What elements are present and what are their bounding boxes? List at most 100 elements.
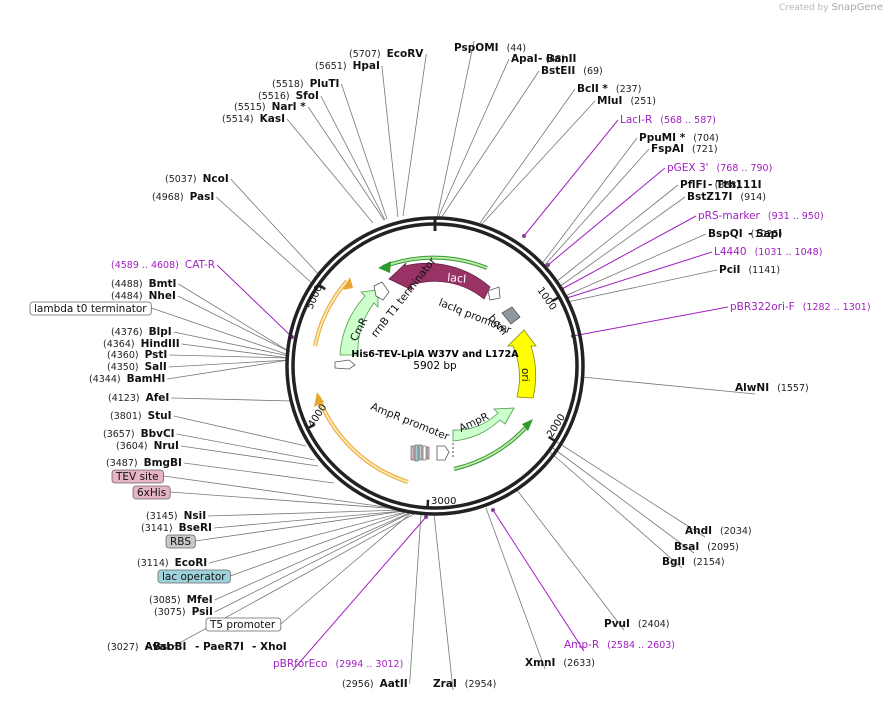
leader-line [341, 83, 388, 220]
leader-line [492, 509, 585, 652]
primer-label-l4440[interactable]: L4440(1031 .. 1048) [714, 246, 822, 258]
bom-feature [501, 306, 521, 325]
label-position: (888) [715, 180, 741, 191]
site-label-kasi[interactable]: (5514)KasI [222, 113, 285, 125]
site-label-zrai[interactable]: ZraI(2954) [433, 678, 496, 690]
leader-line [542, 148, 650, 268]
site-label-bseri[interactable]: (3141)BseRI [141, 522, 212, 534]
site-label-psii[interactable]: (3075)PsiI [154, 606, 213, 618]
site-label-ppumi-[interactable]: PpuMI *(704) [639, 132, 719, 144]
label-name: BlpI [149, 326, 172, 338]
site-label-nhei[interactable]: (4484)NheI [111, 290, 176, 302]
site-label-nrui[interactable]: (3604)NruI [116, 440, 179, 452]
label-position: (4123) [108, 393, 140, 404]
primer-label-pgex-3-[interactable]: pGEX 3'(768 .. 790) [667, 162, 772, 174]
boxed-feature-tev-site[interactable]: TEV site [111, 469, 164, 484]
ampr-promoter-feature [436, 445, 450, 461]
site-label-ncoi[interactable]: (5037)NcoI [165, 173, 229, 185]
site-label-bcli-[interactable]: BclI *(237) [577, 83, 641, 95]
leader-line [195, 510, 405, 542]
site-label-bamhi[interactable]: (4344)BamHI [89, 373, 165, 385]
boxed-feature-6xhis[interactable]: 6xHis [132, 485, 171, 500]
site-label-ahdi[interactable]: AhdI(2034) [685, 525, 752, 537]
site-label-avai[interactable]: (3027)AvaI [107, 641, 170, 653]
label-position: (4484) [111, 291, 143, 302]
site-label-sapi[interactable]: - SapI [748, 228, 782, 240]
site-label-pcii[interactable]: PciI(1141) [719, 264, 780, 276]
cmr-orf-arrowhead [343, 277, 353, 290]
site-label-blpi[interactable]: (4376)BlpI [111, 326, 172, 338]
site-label-bgli[interactable]: BglI(2154) [662, 556, 725, 568]
primer-label-cat-r[interactable]: (4589 .. 4608)CAT-R [111, 259, 215, 271]
site-label-pflfi[interactable]: PflFI(888) [680, 179, 740, 191]
leader-line [566, 251, 713, 299]
site-label-bstz17i[interactable]: BstZ17I(914) [687, 191, 766, 203]
primer-marker [490, 507, 496, 513]
site-label-mfei[interactable]: (3085)MfeI [149, 594, 213, 606]
leader-line [167, 359, 290, 380]
primer-label-pbrforeco[interactable]: pBRforEco(2994 .. 3012) [273, 658, 403, 670]
site-label-afei[interactable]: (4123) AfeI [108, 392, 169, 404]
boxed-feature-lac-operator[interactable]: lac operator [157, 569, 231, 584]
primer-label-prs-marker[interactable]: pRS-marker(931 .. 950) [698, 210, 824, 222]
site-label-bmgbi[interactable]: (3487)BmgBI [106, 457, 182, 469]
leader-line [170, 491, 401, 510]
lacIq-promoter-feature [487, 286, 501, 301]
site-label-apai[interactable]: ApaI(48) [511, 53, 565, 65]
feature-box [132, 485, 171, 500]
leader-line [292, 516, 427, 671]
site-label-ecori[interactable]: (3114)EcoRI [137, 557, 207, 569]
site-label-pspomi[interactable]: PspOMI(44) [454, 42, 526, 54]
feature-box [111, 469, 164, 484]
site-label-stui[interactable]: (3801)StuI [110, 410, 172, 422]
leader-line [230, 511, 408, 577]
boxed-feature-lambda-t0-terminator[interactable]: lambda t0 terminator [29, 301, 152, 316]
site-label-pluti[interactable]: (5518)PluTI [272, 78, 339, 90]
site-label-bbvci[interactable]: (3657)BbvCI [103, 428, 175, 440]
site-label-banii[interactable]: - BanII [538, 53, 576, 65]
primer-label-laci-r[interactable]: LacI-R(568 .. 587) [620, 114, 716, 126]
site-label-fspai[interactable]: FspAI(721) [651, 143, 718, 155]
site-label-sali[interactable]: (4350)SalI [107, 361, 167, 373]
site-label-psti[interactable]: (4360)PstI [107, 349, 167, 361]
site-label-bsteii[interactable]: BstEII(69) [541, 65, 603, 77]
site-label-aatii[interactable]: (2956)AatII [342, 678, 408, 690]
boxed-feature-rbs[interactable]: RBS [165, 534, 196, 549]
site-label-nari-[interactable]: (5515)NarI * [234, 101, 306, 113]
primer-label-amp-r[interactable]: Amp-R(2584 .. 2603) [564, 639, 675, 651]
site-label-pvui[interactable]: PvuI(2404) [604, 618, 670, 630]
svg-text:(4360)PstI: (4360)PstI [107, 349, 167, 361]
boxed-feature-t5-promoter[interactable]: T5 promoter [205, 617, 282, 632]
label-position: (3027) [107, 642, 139, 653]
site-label-paer7i[interactable]: - PaeR7I [195, 641, 244, 653]
svg-text:pBR322ori-F(1282 .. 1301): pBR322ori-F(1282 .. 1301) [730, 301, 871, 313]
primer-label-pbr322ori-f[interactable]: pBR322ori-F(1282 .. 1301) [730, 301, 871, 313]
site-label-bmti[interactable]: (4488)BmtI [111, 278, 176, 290]
label-name: AfeI [146, 392, 170, 404]
leader-line [561, 215, 697, 290]
site-label-mlui[interactable]: MluI(251) [597, 95, 656, 107]
site-label-bsai[interactable]: BsaI(2095) [674, 541, 739, 553]
site-label-xmni[interactable]: XmnI(2633) [525, 657, 595, 669]
site-label-hindiii[interactable]: (4364)HindIII [103, 338, 180, 350]
site-label-alwni[interactable]: AlwNI(1557) [735, 382, 809, 394]
label-position: (48) [546, 54, 566, 65]
site-label-tth111i[interactable]: - Tth111I [708, 179, 762, 191]
site-label-nsii[interactable]: (3145)NsiI [146, 510, 206, 522]
site-label-pasi[interactable]: (4968)PasI [152, 191, 214, 203]
label-name: pRS-marker [698, 210, 761, 222]
label-name: SalI [145, 361, 167, 373]
label-name: pBR322ori-F [730, 301, 795, 313]
site-label-bspqi[interactable]: BspQI(1025) [708, 228, 782, 240]
site-label-ecorv[interactable]: (5707)EcoRV [349, 48, 424, 60]
leader-line [171, 397, 294, 402]
leader-line [183, 462, 335, 484]
site-label-hpai[interactable]: (5651)HpaI [315, 60, 380, 72]
ori-feature [507, 329, 537, 399]
site-label-sfoi[interactable]: (5516)SfoI [258, 90, 319, 102]
site-label-bsobi[interactable]: - BsoBI [145, 641, 186, 653]
leader-line [572, 306, 729, 337]
leader-line [440, 70, 540, 219]
label-name: NsiI [184, 510, 207, 522]
site-label-xhoi[interactable]: - XhoI [252, 641, 287, 653]
